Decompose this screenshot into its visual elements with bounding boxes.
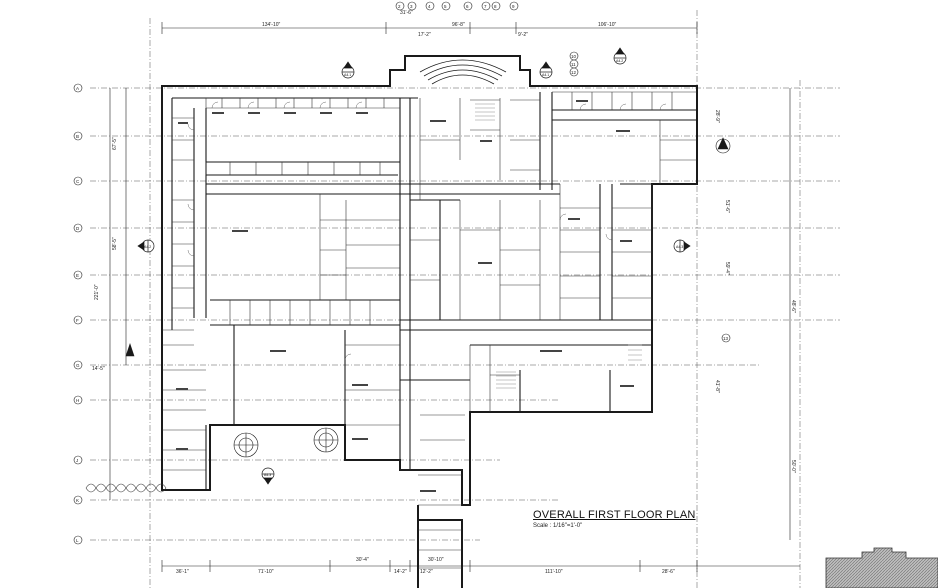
dimension-label: 71'-10"	[258, 569, 274, 575]
grid-column-label: 2	[398, 4, 401, 9]
grid-row-bubbles: A B C D E F G H J K L	[73, 83, 83, 545]
tree-symbol-icon	[233, 427, 339, 458]
grid-row-label: F	[76, 318, 79, 323]
dimension-labels: 134'-10" 96'-8" 31'-6" 106'-10" 17'-2" 9…	[92, 10, 796, 575]
grid-row-label: K	[76, 498, 79, 503]
grid-column-label: 12	[571, 70, 577, 75]
shrub-row	[85, 483, 167, 493]
dimension-label: 12'-2"	[420, 569, 433, 575]
dimension-label: 221'-0"	[94, 284, 100, 300]
corridor-walls	[171, 92, 697, 490]
dimension-label: 30'-10"	[428, 557, 444, 563]
dimension-label: 50'-0"	[790, 460, 796, 473]
grid-column-label: 9	[512, 4, 515, 9]
north-arrow-icon	[125, 343, 135, 357]
dimension-label: 59'-4"	[724, 262, 730, 275]
grid-row-label: H	[76, 398, 79, 403]
grid-column-label: 7	[484, 4, 487, 9]
section-marker-label: A4.1	[344, 73, 351, 77]
dimension-label: 111'-10"	[545, 569, 563, 575]
room-labels	[176, 100, 634, 492]
stair-hatch	[475, 103, 642, 389]
plan-scale: Scale : 1/16"=1'-0"	[533, 523, 583, 529]
dimension-label: 106'-10"	[598, 22, 617, 28]
grid-lines	[90, 10, 840, 588]
key-plan	[825, 547, 938, 588]
grid-column-label: 11	[571, 62, 576, 67]
plan-title: OVERALL FIRST FLOOR PLAN	[533, 509, 696, 521]
title-block: OVERALL FIRST FLOOR PLAN Scale : 1/16"=1…	[533, 509, 696, 529]
dimension-label: 14'-5"	[92, 366, 105, 372]
grid-column-label: 8	[494, 4, 497, 9]
door-swings	[187, 101, 667, 361]
dimension-label: 14'-2"	[394, 569, 407, 575]
grid-row-label: E	[76, 273, 79, 278]
section-marker-label: A4.2	[616, 59, 623, 63]
dimension-label: 28'-9"	[714, 110, 720, 123]
dimension-strings	[109, 22, 800, 572]
grid-column-bubbles: 2 3 4 5 6 7 8 9 10 11 12 13	[395, 1, 731, 343]
grid-column-label: 5	[444, 4, 447, 9]
dimension-label: 67'-5"	[112, 137, 118, 150]
room-partitions	[162, 91, 697, 569]
grid-row-label: D	[76, 226, 80, 231]
section-marker-label: A4.3	[676, 245, 683, 249]
grid-column-label: 13	[723, 336, 729, 341]
section-marker-label: A4.1	[542, 73, 549, 77]
dimension-label: 9'-2"	[518, 32, 528, 38]
section-marker-label: A4.2	[144, 245, 151, 249]
grid-column-label: 4	[428, 4, 431, 9]
dimension-label: 17'-2"	[418, 32, 431, 38]
grid-column-label: 6	[466, 4, 469, 9]
grid-row-label: C	[76, 179, 80, 184]
dimension-label: 58'-5"	[112, 237, 118, 250]
section-marker-icon: A4.1 A4.1 A4.2 A4.2 A4.3 A4.3	[137, 47, 691, 485]
entrance-canopy	[419, 59, 507, 85]
section-marker-label: A4.3	[264, 473, 271, 477]
dimension-label: 36'-1"	[176, 569, 189, 575]
grid-row-label: J	[76, 458, 78, 463]
grid-column-label: 3	[410, 4, 413, 9]
grid-row-label: G	[76, 363, 80, 368]
dimension-label: 51'-6"	[724, 200, 730, 213]
dimension-label: 31'-6"	[400, 10, 413, 16]
dimension-label: 134'-10"	[262, 22, 281, 28]
grid-row-label: L	[76, 538, 79, 543]
dimension-label: 96'-8"	[452, 22, 465, 28]
grid-row-label: A	[76, 86, 79, 91]
dimension-label: 28'-6"	[662, 569, 675, 575]
grid-column-label: 10	[571, 54, 577, 59]
dimension-label: 48'-6"	[790, 300, 796, 313]
dimension-label: 30'-4"	[356, 557, 369, 563]
north-arrow-icon	[715, 137, 731, 154]
dimension-label: 41'-8"	[714, 380, 720, 393]
grid-row-label: B	[76, 134, 79, 139]
